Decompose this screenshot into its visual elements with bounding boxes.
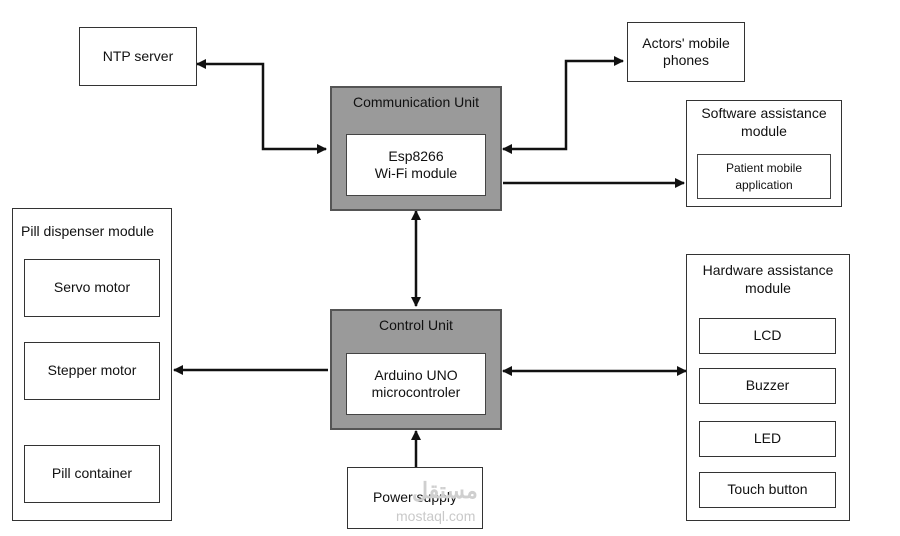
actors-phones-box: Actors' mobile phones xyxy=(627,22,745,82)
watermark-arabic: مستقل xyxy=(412,478,478,503)
power-supply-box: Power supply xyxy=(347,467,483,529)
arduino-line2: microcontroler xyxy=(371,384,461,400)
lcd-box: LCD xyxy=(699,318,836,354)
servo-motor-box: Servo motor xyxy=(24,259,160,317)
software-title-line1: Software assistance xyxy=(701,105,827,121)
hardware-title-line2: module xyxy=(745,280,791,297)
software-title-line2: module xyxy=(741,123,787,140)
pill-dispenser-title: Pill dispenser module xyxy=(21,223,155,239)
buzzer-box: Buzzer xyxy=(699,368,836,404)
watermark-latin: mostaql.com xyxy=(396,508,476,524)
buzzer-label: Buzzer xyxy=(745,377,790,394)
touch-button-label: Touch button xyxy=(727,481,808,498)
control-unit-title: Control Unit xyxy=(379,317,453,333)
patient-app-box: Patient mobile application xyxy=(697,154,831,199)
control-unit: Control Unit Arduino UNO microcontroler xyxy=(330,309,502,430)
ntp-comm-arrow xyxy=(196,59,327,154)
ntp-server-label: NTP server xyxy=(102,47,174,64)
actors-phones-line1: Actors' mobile xyxy=(642,34,730,51)
software-assistance-module: Software assistance module Patient mobil… xyxy=(686,100,842,207)
software-module-title: Software assistance module xyxy=(687,104,841,140)
arduino-box: Arduino UNO microcontroler xyxy=(346,353,486,415)
stepper-motor-label: Stepper motor xyxy=(47,362,137,379)
comm-actors-arrow xyxy=(502,56,624,154)
esp8266-line2: Wi-Fi module xyxy=(374,165,458,181)
arduino-line1: Arduino UNO xyxy=(374,366,458,383)
servo-motor-label: Servo motor xyxy=(53,279,131,296)
hardware-title-line1: Hardware assistance xyxy=(702,262,834,278)
patient-app-line1: Patient mobile xyxy=(725,161,803,176)
hardware-module-title: Hardware assistance module xyxy=(687,261,849,297)
pill-dispenser-module: Pill dispenser module Servo motor Steppe… xyxy=(12,208,172,521)
led-box: LED xyxy=(699,421,836,457)
hardware-assistance-module: Hardware assistance module LCD Buzzer LE… xyxy=(686,254,850,521)
stepper-motor-box: Stepper motor xyxy=(24,342,160,400)
communication-unit-title: Communication Unit xyxy=(352,94,480,110)
touch-button-box: Touch button xyxy=(699,472,836,508)
esp8266-line1: Esp8266 xyxy=(388,147,444,164)
power-supply-label: Power supply xyxy=(372,489,458,506)
lcd-label: LCD xyxy=(753,327,782,344)
pill-container-box: Pill container xyxy=(24,445,160,503)
led-label: LED xyxy=(753,430,782,447)
actors-phones-line2: phones xyxy=(663,52,709,68)
pill-container-label: Pill container xyxy=(51,465,133,482)
ntp-server-box: NTP server xyxy=(79,27,197,86)
communication-unit: Communication Unit Esp8266 Wi-Fi module xyxy=(330,86,502,211)
patient-app-line2: application xyxy=(735,177,793,192)
esp8266-module-box: Esp8266 Wi-Fi module xyxy=(346,134,486,196)
